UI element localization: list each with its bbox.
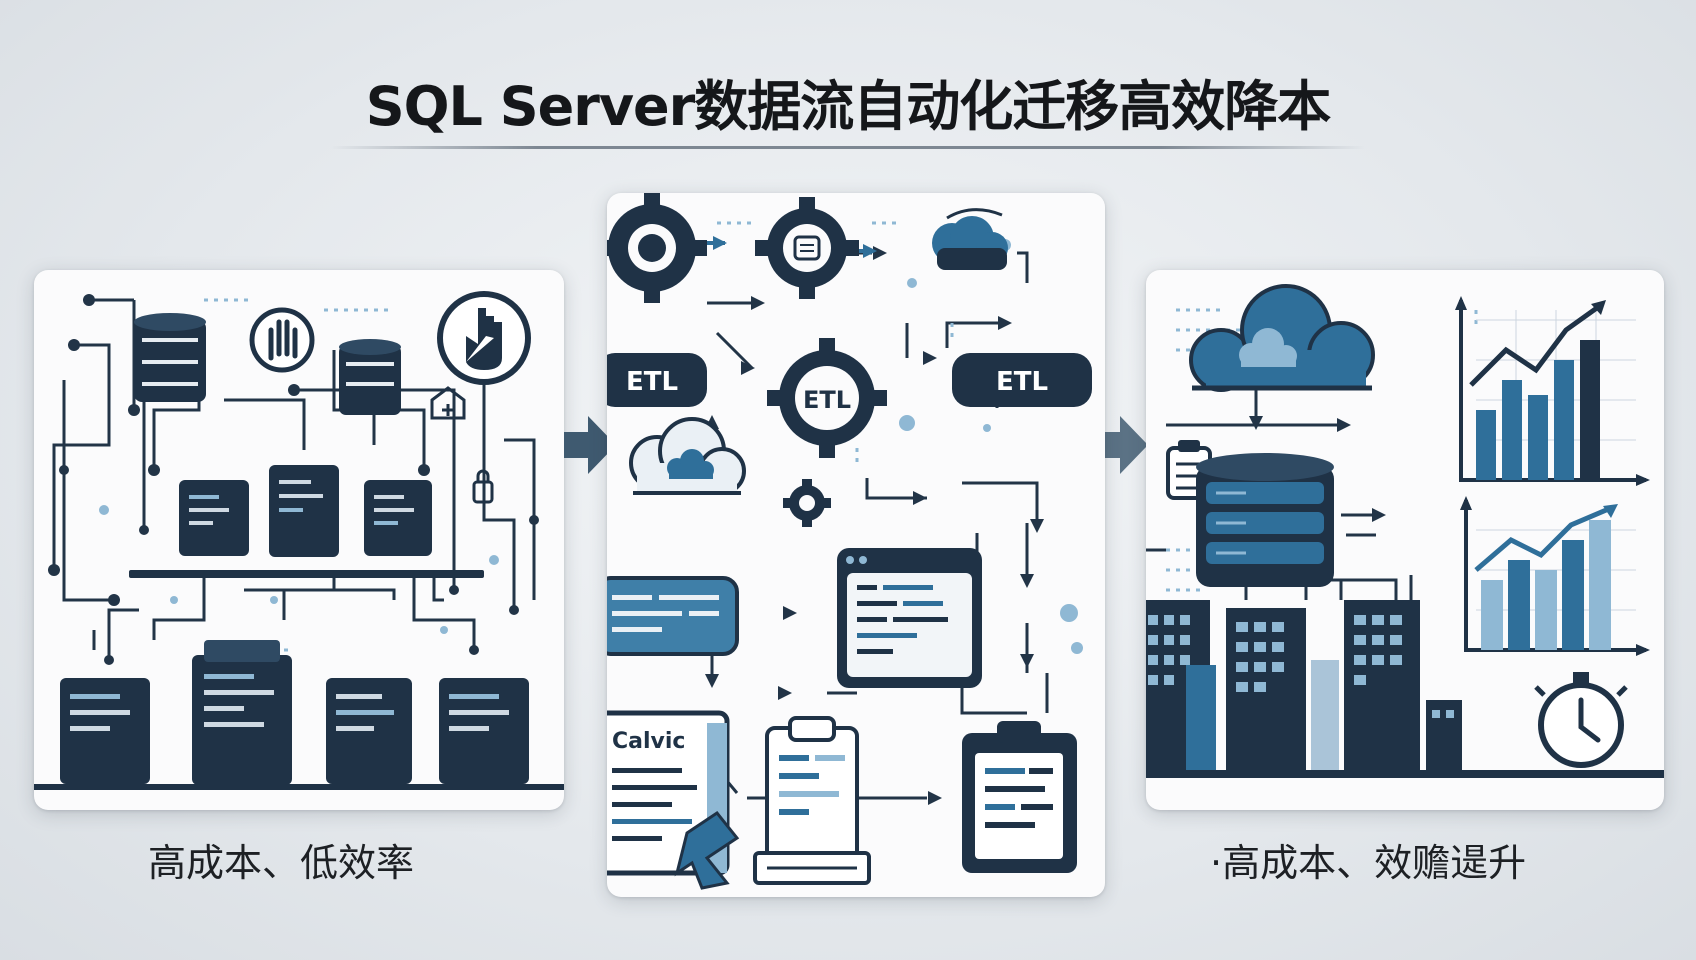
cloud-sync-icon	[932, 208, 1008, 270]
etl-label: ETL	[803, 386, 851, 414]
building-icon	[1344, 600, 1420, 770]
gear-icon	[607, 193, 707, 303]
bar-chart-icon	[1455, 296, 1650, 486]
hand-icon	[437, 291, 531, 385]
modern-caption: ·高成本、效赡遈升	[1210, 841, 1527, 885]
etl-illustration: ETL ETL ETL	[607, 193, 1092, 890]
etl-label: ETL	[626, 367, 678, 397]
etl-badge: ETL	[952, 353, 1092, 407]
building-icon	[1226, 608, 1306, 770]
legacy-caption: 高成本、低效率	[148, 841, 415, 885]
etl-label: ETL	[996, 367, 1048, 397]
home-sync-icon	[430, 386, 466, 420]
clipboard-icon	[962, 721, 1077, 873]
document-icon: Calvic	[607, 710, 740, 890]
etl-process-panel: ETL ETL ETL	[607, 193, 1105, 897]
cloud-icon	[629, 417, 746, 495]
bar-chart-icon	[1460, 496, 1650, 656]
code-window-icon	[837, 548, 982, 688]
gear-icon	[783, 479, 831, 527]
document-title: Calvic	[612, 729, 685, 754]
database-icon	[1196, 453, 1334, 587]
building-icon	[1311, 660, 1339, 770]
legacy-illustration	[34, 291, 564, 790]
clipboard-icon	[1166, 440, 1212, 500]
modern-illustration	[1146, 284, 1664, 778]
cloud-icon	[1189, 284, 1375, 392]
title-divider	[330, 146, 1366, 149]
legacy-panel	[34, 270, 564, 810]
clipboard-icon	[753, 716, 871, 885]
flow-arrow-right-icon	[564, 416, 616, 474]
database-icon	[134, 313, 206, 402]
etl-badge: ETL	[607, 353, 707, 407]
server-icon	[439, 678, 529, 784]
database-icon	[339, 339, 401, 415]
page-title: SQL Server数据流自动化迁移高效降本	[365, 75, 1332, 138]
stopwatch-icon	[1534, 672, 1628, 768]
data-pipeline-block	[607, 576, 739, 656]
flow-arrow-right-icon	[1096, 416, 1148, 474]
modern-panel	[1146, 270, 1664, 810]
gear-icon	[755, 197, 859, 299]
server-icon	[192, 640, 292, 785]
etl-gear-icon: ETL	[767, 338, 887, 458]
building-icon	[1426, 700, 1462, 770]
lock-icon	[472, 469, 494, 504]
server-rack-shelf	[129, 570, 484, 578]
ground-line	[1146, 770, 1664, 778]
server-icon	[269, 465, 339, 557]
ground-line	[34, 784, 564, 790]
server-icon	[326, 678, 412, 784]
server-icon	[179, 480, 249, 556]
server-icon	[364, 480, 432, 556]
building-icon	[1146, 600, 1216, 770]
server-icon	[60, 678, 150, 784]
hand-icon	[249, 307, 315, 373]
